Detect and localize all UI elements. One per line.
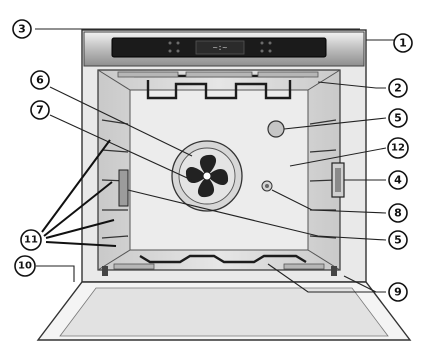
callout-11: 11 xyxy=(21,230,41,250)
callout-7-label: 7 xyxy=(36,104,44,117)
callout-8: 8 xyxy=(389,204,407,222)
side-light-left xyxy=(119,170,128,206)
fan-hub xyxy=(203,172,211,180)
callout-1-label: 1 xyxy=(399,37,407,50)
callout-4: 4 xyxy=(389,171,407,189)
callout-4-label: 4 xyxy=(394,174,402,187)
callout-12-label: 12 xyxy=(391,143,405,154)
callout-10-label: 10 xyxy=(18,261,32,272)
callout-6: 6 xyxy=(31,71,49,89)
callout-2: 2 xyxy=(389,79,407,97)
callout-9-label: 9 xyxy=(394,286,402,299)
top-shelf-guides xyxy=(118,72,318,77)
callout-5-top-label: 5 xyxy=(394,112,402,125)
callout-2-label: 2 xyxy=(394,82,402,95)
callout-3: 3 xyxy=(13,20,31,38)
callout-11-label: 11 xyxy=(24,235,38,246)
callout-5-bottom: 5 xyxy=(389,231,407,249)
callout-12: 12 xyxy=(388,138,408,158)
callout-10: 10 xyxy=(15,256,35,276)
hinge-left xyxy=(102,266,108,276)
callout-6-label: 6 xyxy=(36,74,44,87)
callout-9: 9 xyxy=(389,283,407,301)
oven-door-glass xyxy=(60,288,388,336)
callout-3-label: 3 xyxy=(18,23,26,36)
callout-1: 1 xyxy=(394,34,412,52)
callout-8-label: 8 xyxy=(394,207,402,220)
callout-7: 7 xyxy=(31,101,49,119)
callout-5-bottom-label: 5 xyxy=(394,234,402,247)
callout-5-top: 5 xyxy=(389,109,407,127)
rear-sensor-dot xyxy=(265,184,269,188)
door-switch-inner xyxy=(335,168,341,192)
hinge-right xyxy=(331,266,337,276)
oven-light xyxy=(268,121,284,137)
lcd-display-text: ~:~ xyxy=(213,43,228,52)
